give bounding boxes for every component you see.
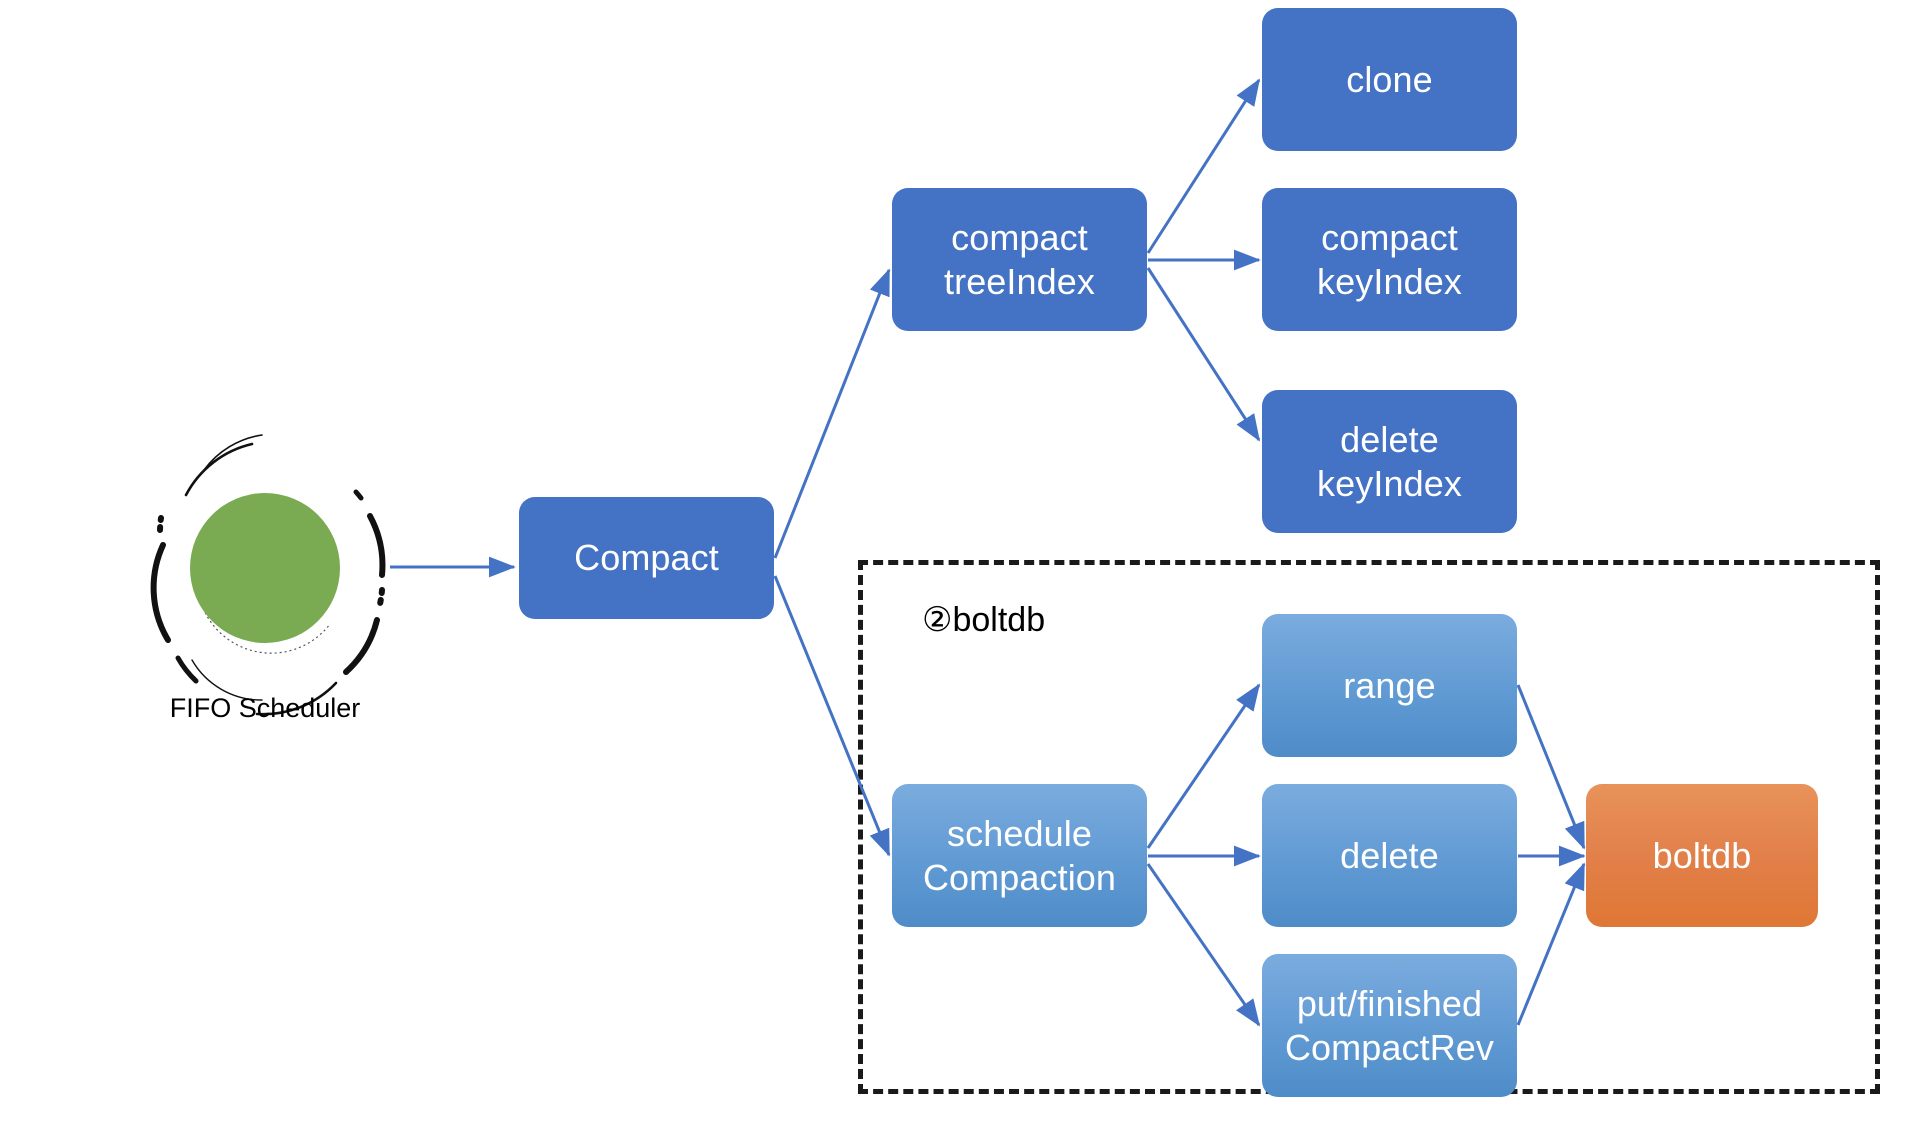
node-compact-treeindex[interactable]: compact treeIndex [892, 188, 1147, 331]
boltdb-group-label: ②boltdb [922, 601, 1046, 639]
node-schedule-compaction[interactable]: schedule Compaction [892, 784, 1147, 927]
edge-compact-treeindex-to-clone [1146, 78, 1261, 254]
node-delete[interactable]: delete [1262, 784, 1517, 927]
node-put-finished-compactrev[interactable]: put/finished CompactRev [1262, 954, 1517, 1097]
node-boltdb[interactable]: boltdb [1586, 784, 1818, 927]
fifo-scheduler-label: FIFO Scheduler [169, 693, 361, 723]
node-delete-keyindex[interactable]: delete keyIndex [1262, 390, 1517, 533]
node-clone[interactable]: clone [1262, 8, 1517, 151]
edge-compact-treeindex-to-delete-keyindex [1146, 267, 1261, 442]
edge-compact-to-compact-treeindex [773, 268, 891, 559]
fifo-scheduler-circle [190, 493, 340, 643]
node-compact-keyindex[interactable]: compact keyIndex [1262, 188, 1517, 331]
node-compact[interactable]: Compact [519, 497, 774, 619]
node-range[interactable]: range [1262, 614, 1517, 757]
